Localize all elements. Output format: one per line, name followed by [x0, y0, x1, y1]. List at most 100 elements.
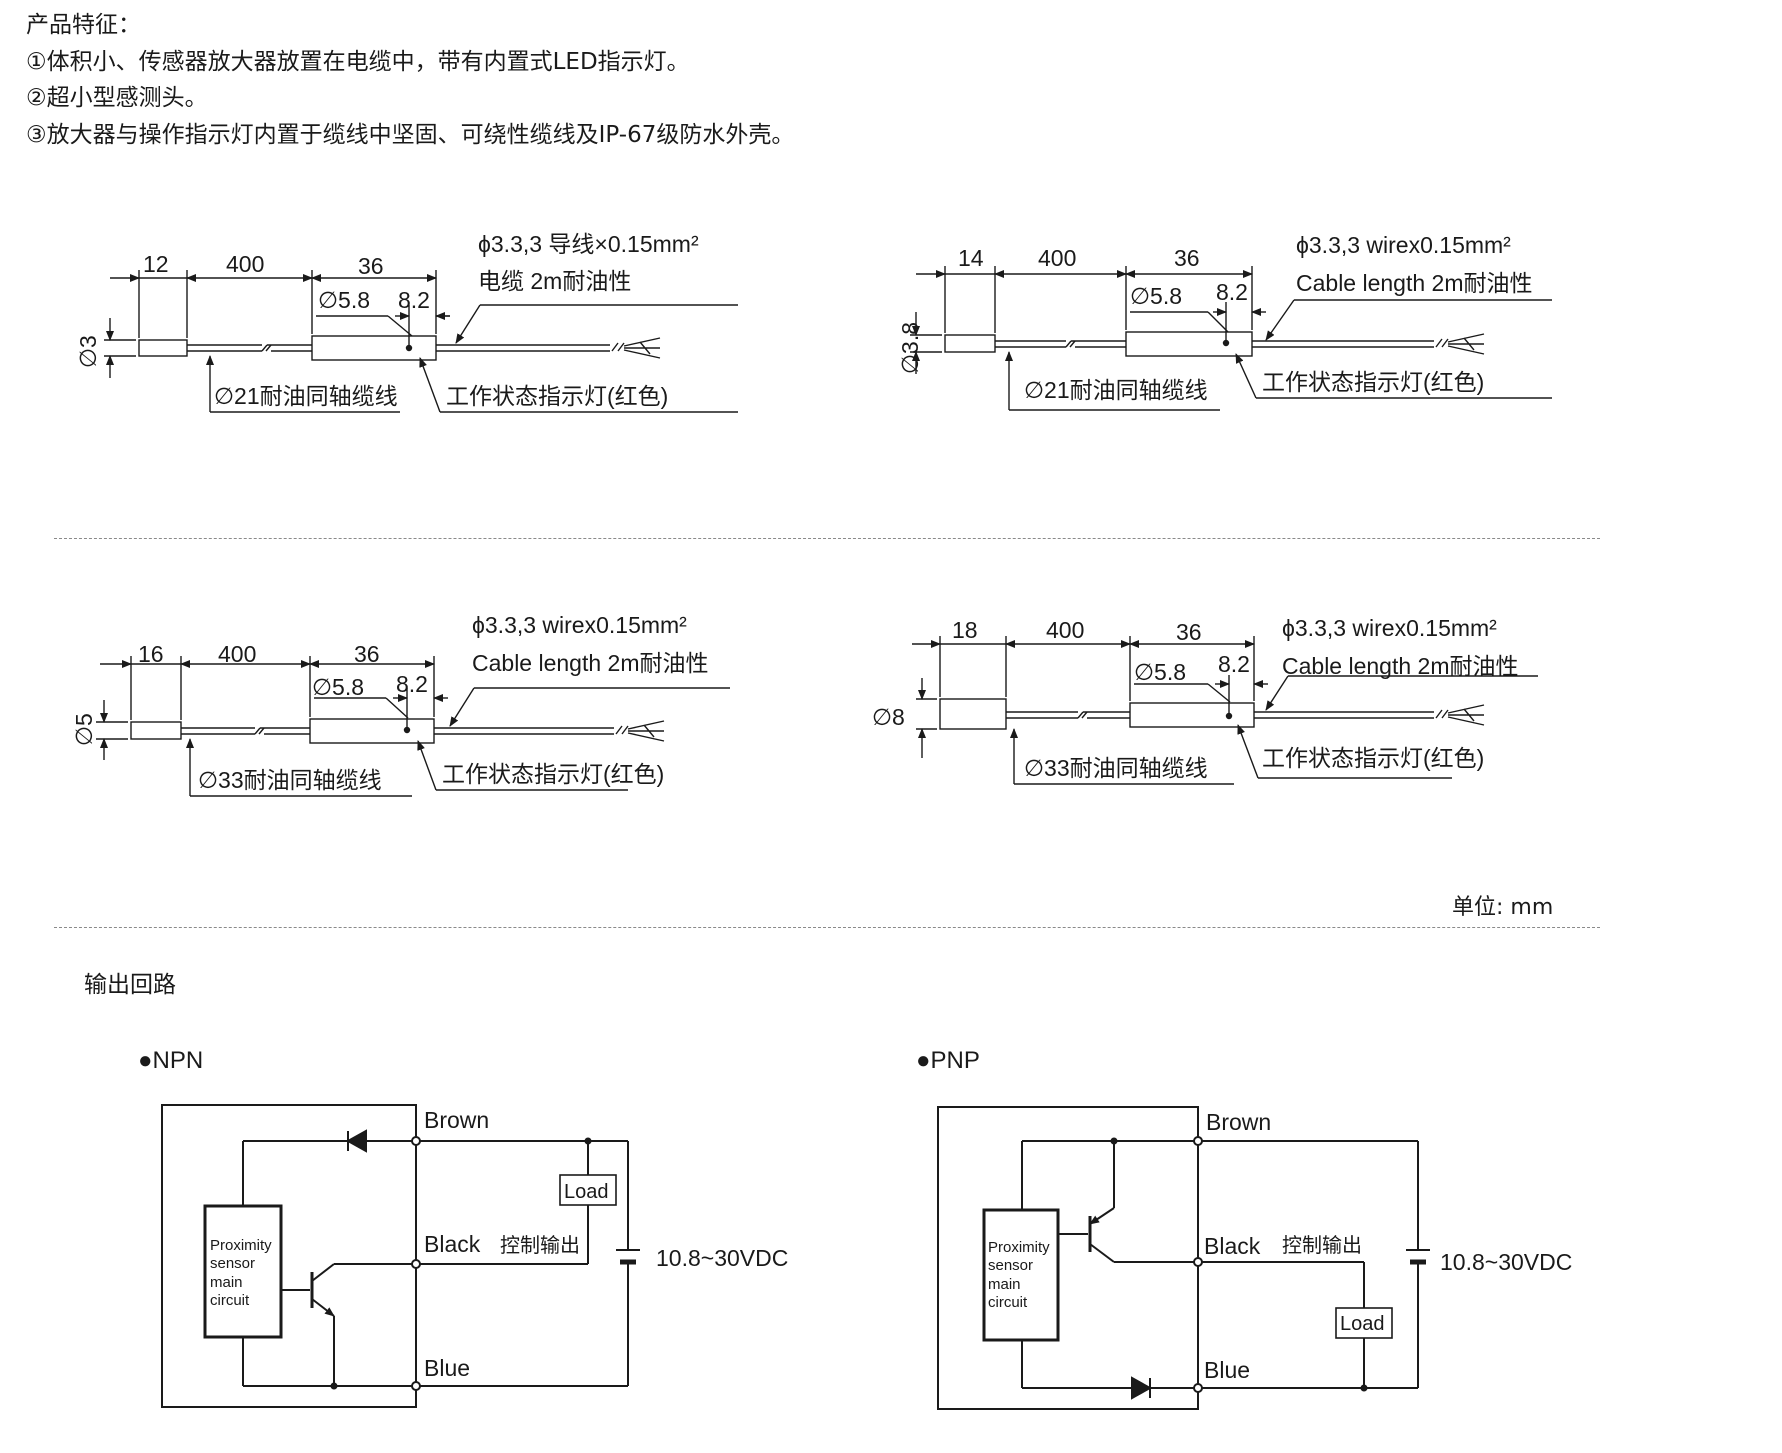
amp-diameter-label: ∅5.8	[318, 287, 370, 313]
led-note-label: 工作状态指示灯(红色)	[442, 761, 664, 787]
head-length-label: 18	[952, 617, 978, 643]
amplifier-body	[1129, 702, 1255, 728]
led-position-label: 8.2	[1216, 279, 1248, 305]
sensor-head	[944, 334, 996, 353]
dimension-labels-3: 16 400 36 ∅5.8 8.2 ϕ3.3,3 wirex0.15mm² C…	[71, 612, 709, 793]
head-length-label: 12	[143, 251, 169, 277]
cable-note-label: Cable length 2m耐油性	[1296, 270, 1533, 296]
led-indicator	[1225, 712, 1233, 720]
units-label: 单位: mm	[1452, 895, 1554, 920]
npn-diode	[345, 1129, 367, 1153]
npn-circuit	[161, 1104, 640, 1408]
pnp-supply-label: 10.8~30VDC	[1440, 1249, 1572, 1275]
pnp-box-line-3: main	[988, 1276, 1021, 1293]
head-length-label: 16	[138, 641, 164, 667]
sensor-head	[939, 698, 1007, 730]
pnp-diode	[1131, 1376, 1153, 1400]
pnp-blue-label: Blue	[1204, 1357, 1250, 1383]
head-diameter-label: ∅3.8	[897, 322, 923, 374]
amp-length-label: 36	[358, 253, 384, 279]
npn-box-line-3: main	[210, 1274, 243, 1291]
amp-diameter-label: ∅5.8	[1130, 283, 1182, 309]
head-diameter-label: ∅3	[75, 335, 101, 368]
cable-length-label: 400	[218, 641, 256, 667]
coax-note-label: ∅21耐油同轴缆线	[214, 383, 398, 409]
cable-note-label: Cable length 2m耐油性	[1282, 653, 1519, 679]
amp-diameter-label: ∅5.8	[312, 674, 364, 700]
head-length-label: 14	[958, 245, 984, 271]
led-indicator	[403, 726, 411, 734]
npn-box-line-4: circuit	[210, 1292, 250, 1309]
pnp-black-label: Black	[1204, 1233, 1261, 1259]
npn-box-line-1: Proximity	[210, 1237, 272, 1254]
cable-note-label: Cable length 2m耐油性	[472, 650, 709, 676]
led-position-label: 8.2	[396, 671, 428, 697]
npn-control-label: 控制输出	[500, 1234, 580, 1257]
npn-box-line-2: sensor	[210, 1255, 255, 1272]
pnp-outer-box	[937, 1106, 1199, 1410]
led-indicator	[405, 344, 413, 352]
amp-length-label: 36	[1176, 619, 1202, 645]
amp-diameter-label: ∅5.8	[1134, 659, 1186, 685]
coax-note-label: ∅21耐油同轴缆线	[1024, 377, 1208, 403]
head-diameter-label: ∅5	[71, 713, 97, 746]
npn-labels: ●NPN Brown Black 控制输出 Blue Load 10.8~30V…	[138, 1047, 788, 1381]
wire-spec-label: ϕ3.3,3 wirex0.15mm²	[1282, 615, 1497, 641]
cable-length-label: 400	[1046, 617, 1084, 643]
feature-item-2: ②超小型感测头。	[26, 85, 208, 111]
amp-length-label: 36	[1174, 245, 1200, 271]
sensor-head	[130, 721, 182, 740]
npn-blue-label: Blue	[424, 1355, 470, 1381]
cable-note-label: 电缆 2m耐油性	[478, 268, 631, 294]
feature-item-3: ③放大器与操作指示灯内置于缆线中坚固、可绕性缆线及IP-67级防水外壳。	[26, 122, 795, 148]
pnp-labels: ●PNP Brown Black 控制输出 Blue Load 10.8~30V…	[916, 1047, 1572, 1383]
npn-supply-label: 10.8~30VDC	[656, 1245, 788, 1271]
feature-item-1: ①体积小、传感器放大器放置在电缆中，带有内置式LED指示灯。	[26, 49, 690, 75]
dimension-drawing-1	[104, 270, 738, 413]
led-note-label: 工作状态指示灯(红色)	[446, 383, 668, 409]
led-indicator	[1222, 339, 1230, 347]
pnp-box-line-2: sensor	[988, 1257, 1033, 1274]
wire-spec-label: ϕ3.3,3 wirex0.15mm²	[472, 612, 687, 638]
npn-brown-label: Brown	[424, 1107, 489, 1133]
dashed-separator-1	[54, 538, 1600, 539]
pnp-load-label: Load	[1340, 1313, 1385, 1335]
npn-load-label: Load	[564, 1181, 609, 1203]
dashed-separator-2	[54, 927, 1600, 928]
dimension-drawing-4	[912, 636, 1538, 785]
pnp-box-line-4: circuit	[988, 1294, 1028, 1311]
wire-spec-label: ϕ3.3,3 wirex0.15mm²	[1296, 232, 1511, 258]
head-diameter-label: ∅8	[872, 704, 905, 730]
pnp-title: ●PNP	[916, 1047, 980, 1074]
amp-length-label: 36	[354, 641, 380, 667]
led-position-label: 8.2	[1218, 651, 1250, 677]
pnp-sensor-box	[982, 1208, 1060, 1342]
dimension-drawing-3	[96, 656, 730, 797]
amplifier-body	[309, 718, 435, 744]
led-position-label: 8.2	[398, 287, 430, 313]
led-note-label: 工作状态指示灯(红色)	[1262, 745, 1484, 771]
npn-outer-box	[161, 1104, 417, 1408]
features-heading: 产品特征：	[26, 12, 141, 38]
dimension-labels-2: 14 400 36 ∅5.8 8.2 ϕ3.3,3 wirex0.15mm² C…	[897, 232, 1533, 403]
npn-black-label: Black	[424, 1231, 481, 1257]
coax-note-label: ∅33耐油同轴缆线	[1024, 755, 1208, 781]
pnp-control-label: 控制输出	[1282, 1234, 1362, 1257]
sensor-head	[138, 339, 188, 357]
pnp-circuit	[937, 1106, 1430, 1410]
coax-note-label: ∅33耐油同轴缆线	[198, 767, 382, 793]
dimension-drawing-2	[910, 266, 1552, 411]
wire-spec-label: ϕ3.3,3 导线×0.15mm²	[478, 231, 699, 257]
led-note-label: 工作状态指示灯(红色)	[1262, 369, 1484, 395]
output-circuit-title: 输出回路	[84, 972, 176, 998]
cable-length-label: 400	[1038, 245, 1076, 271]
dimension-labels-4: 18 400 36 ∅5.8 8.2 ϕ3.3,3 wirex0.15mm² C…	[872, 615, 1519, 781]
pnp-brown-label: Brown	[1206, 1109, 1271, 1135]
npn-title: ●NPN	[138, 1047, 203, 1074]
cable-length-label: 400	[226, 251, 264, 277]
amplifier-body	[311, 335, 437, 361]
amplifier-body	[1125, 331, 1253, 357]
dimension-labels-1: 12 400 36 ∅5.8 8.2 ϕ3.3,3 导线×0.15mm² 电缆 …	[75, 231, 699, 409]
pnp-box-line-1: Proximity	[988, 1239, 1050, 1256]
